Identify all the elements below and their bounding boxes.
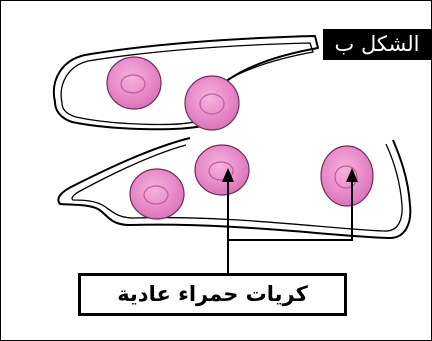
red-blood-cell <box>130 169 184 219</box>
red-blood-cell <box>185 76 239 130</box>
cells-caption: كريات حمراء عادية <box>78 273 347 316</box>
red-blood-cell <box>321 146 373 206</box>
upper-vessel-wall <box>54 36 318 129</box>
red-blood-cell <box>107 57 161 109</box>
figure-label: الشكل ب <box>323 29 431 60</box>
red-blood-cell <box>195 145 249 195</box>
